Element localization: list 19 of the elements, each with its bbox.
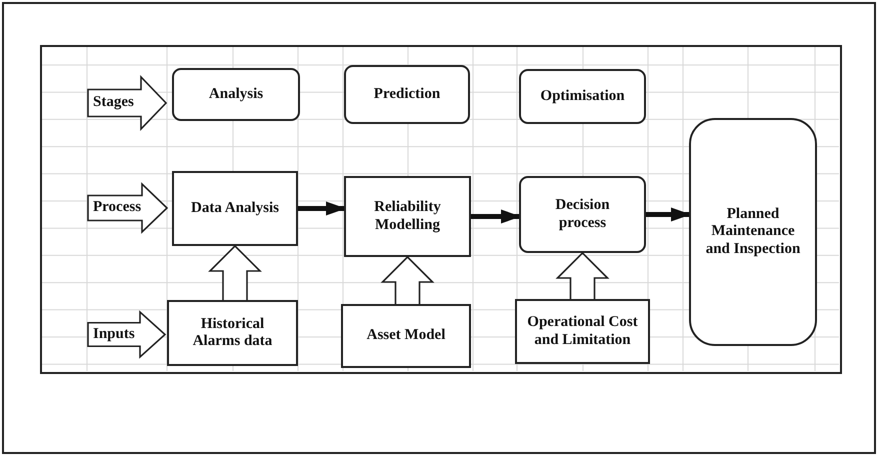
row-label: Process xyxy=(92,199,142,217)
stage-box: Analysis xyxy=(172,68,300,121)
process-box: Data Analysis xyxy=(172,171,298,246)
process-box: Historical Alarms data xyxy=(167,300,298,366)
block-arrow xyxy=(556,252,610,300)
process-box: Reliability Modelling xyxy=(344,176,471,257)
stage-box: Decision process xyxy=(519,176,646,253)
process-box: Asset Model xyxy=(341,304,471,368)
stage-box: Optimisation xyxy=(519,69,646,124)
arrow xyxy=(646,208,691,222)
row-label: Stages xyxy=(92,94,135,112)
arrow xyxy=(298,202,346,216)
block-arrow xyxy=(208,244,262,301)
outcome-box: Planned Maintenance and Inspection xyxy=(689,118,817,346)
block-arrow xyxy=(380,256,434,305)
row-label: Inputs xyxy=(92,326,136,344)
stage-box: Prediction xyxy=(344,65,470,124)
arrow xyxy=(471,210,521,224)
process-box: Operational Cost and Limitation xyxy=(515,299,650,364)
